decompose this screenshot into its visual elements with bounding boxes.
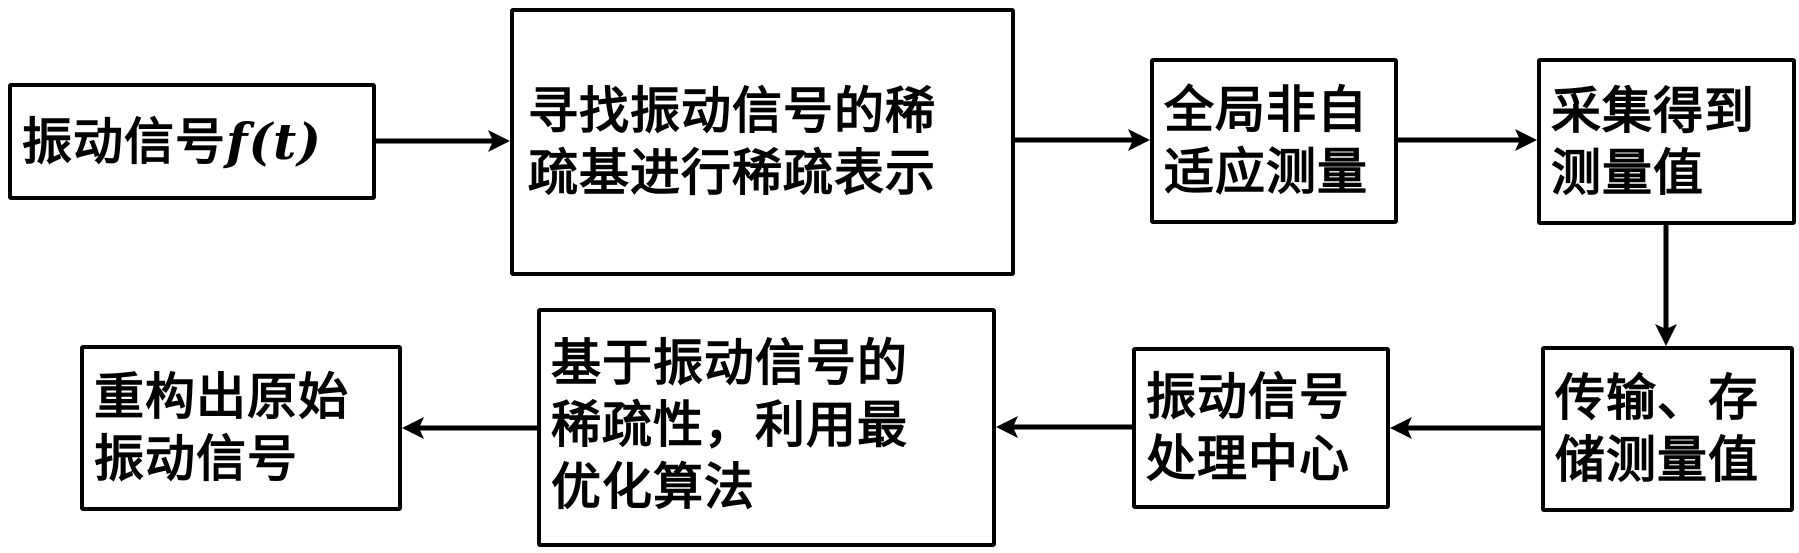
node-text-line: 基于振动信号的 <box>551 334 908 392</box>
node-acquire-measurements: 采集得到 测量值 <box>1537 58 1796 225</box>
node-text-line: 测量值 <box>1551 143 1704 202</box>
node-text-line: 振动信号 <box>1146 368 1350 426</box>
node-text-line: 重构出原始 <box>94 368 349 426</box>
math-expression: f(t) <box>226 111 322 171</box>
node-reconstruct-signal: 重构出原始 振动信号 <box>80 345 402 511</box>
node-text-line: 疏基进行稀疏表示 <box>528 144 936 202</box>
arrowhead-left-icon <box>1390 417 1412 439</box>
node-text-line: 处理中心 <box>1146 430 1350 488</box>
node-text-line: 采集得到 <box>1551 81 1755 140</box>
arrowhead-right-icon <box>1515 129 1537 151</box>
arrowhead-left-icon <box>402 417 424 439</box>
arrowhead-left-icon <box>996 416 1018 438</box>
node-text-line: 传输、存 <box>1555 369 1759 427</box>
arrowhead-down-icon <box>1655 324 1677 346</box>
node-text-line: 适应测量 <box>1164 143 1368 201</box>
arrowhead-right-icon <box>1128 129 1150 151</box>
node-optimization-algorithm: 基于振动信号的 稀疏性，利用最 优化算法 <box>537 308 996 547</box>
node-text-line: 优化算法 <box>551 458 755 516</box>
node-text-line: 全局非自 <box>1164 81 1368 139</box>
node-text-line: 稀疏性，利用最 <box>551 396 908 454</box>
node-vibration-signal: 振动信号f(t) <box>8 83 376 200</box>
node-text-line: 振动信号 <box>94 430 298 488</box>
node-sparse-representation: 寻找振动信号的稀 疏基进行稀疏表示 <box>510 8 1015 276</box>
arrowhead-right-icon <box>488 130 510 152</box>
node-processing-center: 振动信号 处理中心 <box>1132 347 1390 509</box>
node-text-line: 储测量值 <box>1555 431 1759 489</box>
node-global-nonadaptive-measurement: 全局非自 适应测量 <box>1150 58 1398 224</box>
node-transmit-store-measurements: 传输、存 储测量值 <box>1541 346 1794 512</box>
node-text: 振动信号 <box>22 112 226 171</box>
node-text-line: 寻找振动信号的稀 <box>528 82 936 140</box>
node-label: 振动信号f(t) <box>22 111 362 173</box>
